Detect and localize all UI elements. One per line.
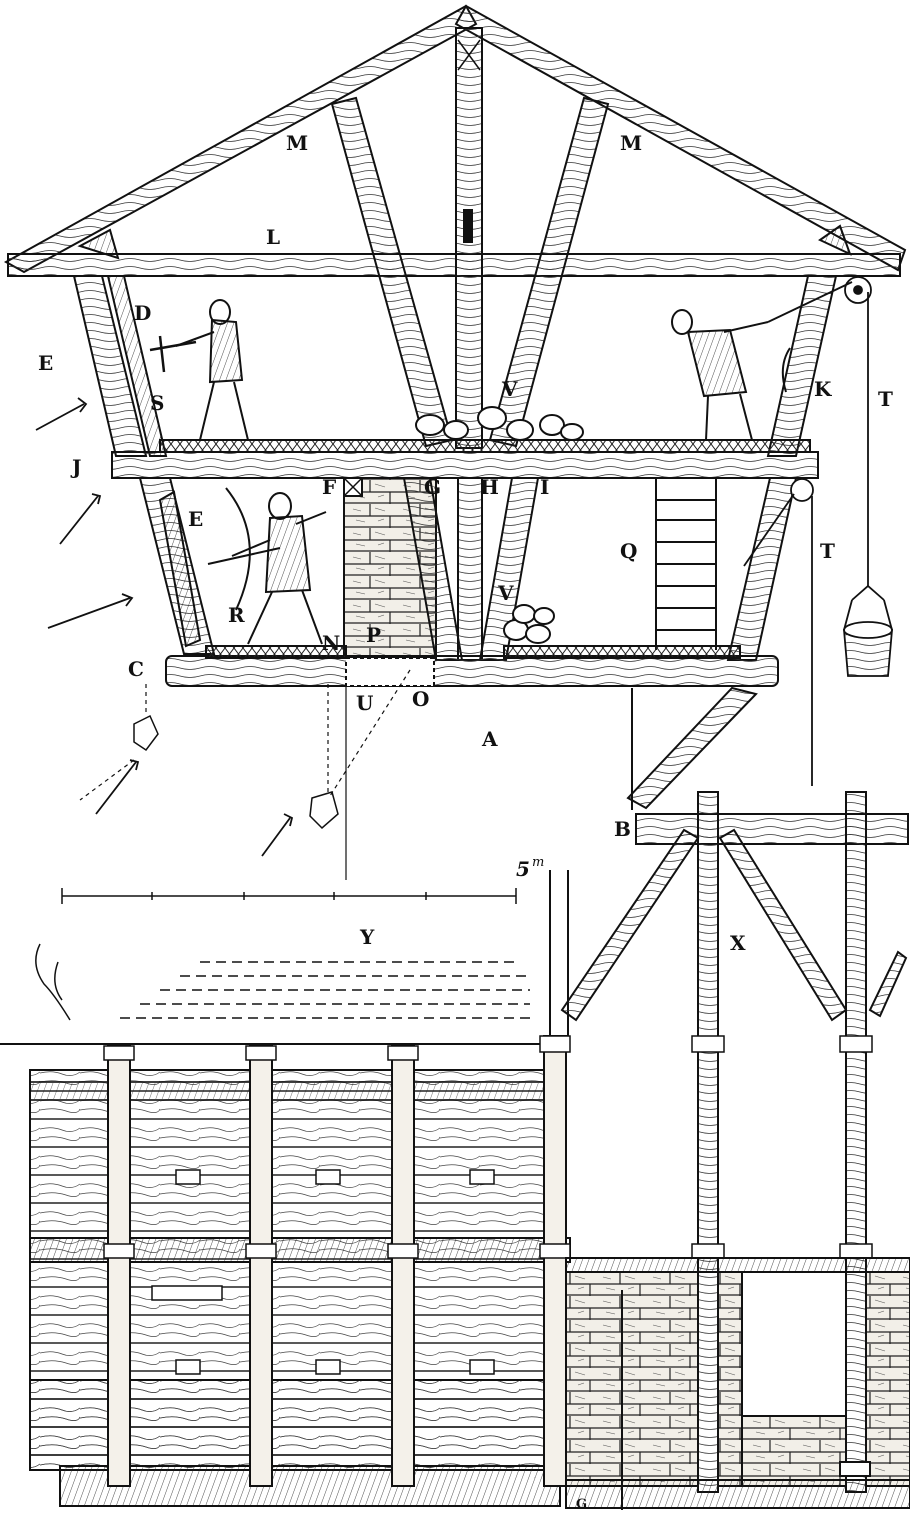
archer <box>207 487 327 645</box>
label-f: F <box>322 475 336 499</box>
label-x: X <box>730 931 746 955</box>
label-t-upper: T <box>878 387 893 411</box>
scale-bar <box>61 888 517 904</box>
falling-stones <box>133 714 339 830</box>
label-m-left: M <box>286 131 308 155</box>
label-h: H <box>480 475 499 499</box>
label-i: I <box>540 475 549 499</box>
label-u: U <box>356 691 373 715</box>
label-p: P <box>366 623 381 647</box>
label-j: J <box>70 455 81 479</box>
winch-man <box>671 309 791 441</box>
scale-unit: m <box>532 855 544 870</box>
scale-label: 5 <box>516 857 530 881</box>
label-g: G <box>424 475 441 499</box>
label-e-mid: E <box>188 507 203 531</box>
label-m-right: M <box>620 131 642 155</box>
upper-storey <box>72 275 838 479</box>
label-o: O <box>412 687 429 711</box>
label-e-top: E <box>38 351 53 375</box>
label-y: Y <box>359 925 375 949</box>
elevation-frame <box>549 791 910 1510</box>
lower-storey <box>138 477 798 810</box>
roof <box>3 4 907 449</box>
label-l: L <box>266 225 280 249</box>
label-b: B <box>614 817 631 841</box>
engraver-signature: G <box>576 1497 587 1512</box>
stone-pile-lower <box>503 604 555 644</box>
crossbowman <box>149 299 249 441</box>
reference-labels: M M L D E S V K T J F G H I E Q T V R N … <box>38 131 893 1512</box>
label-s: S <box>150 391 164 415</box>
label-v-upper: V <box>501 377 518 401</box>
label-d: D <box>134 301 151 325</box>
label-k: K <box>814 377 832 401</box>
elevation-planked <box>0 943 571 1507</box>
ladder <box>655 478 717 650</box>
trajectories <box>79 669 411 880</box>
hoist <box>743 276 893 786</box>
roof-dashes <box>120 961 530 1019</box>
stone-pile-upper <box>415 406 584 441</box>
label-r: R <box>228 603 245 627</box>
label-a: A <box>481 727 498 751</box>
label-t-lower: T <box>820 539 835 563</box>
label-c: C <box>128 657 144 681</box>
label-q: Q <box>620 539 637 563</box>
label-v-lower: V <box>497 581 514 605</box>
label-n: N <box>322 631 340 655</box>
